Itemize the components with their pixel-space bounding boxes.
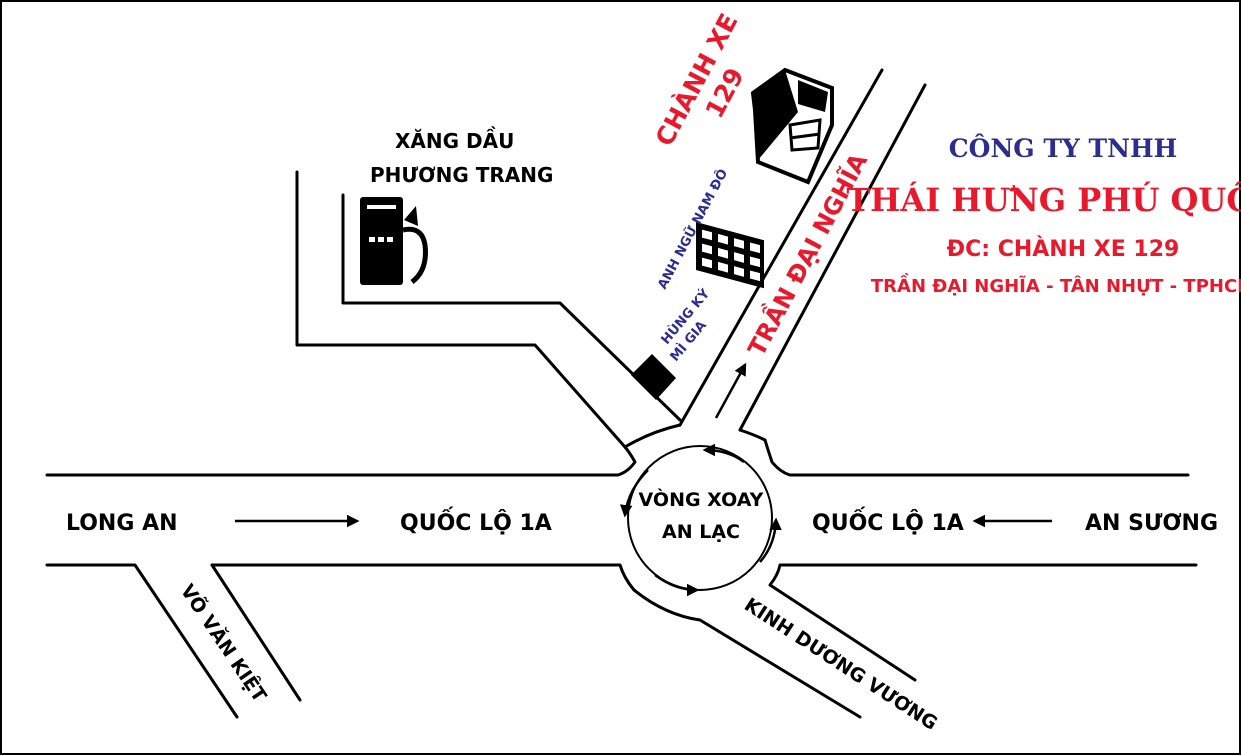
label-vo-van-kiet: VÕ VĂN KIỆT	[176, 579, 272, 706]
arrow-tran-dai-nghia	[714, 362, 747, 419]
label-long-an: LONG AN	[66, 511, 178, 536]
label-ql1a-left: QUỐC LỘ 1A	[400, 507, 552, 536]
road-tran-dai-nghia-right	[738, 83, 927, 432]
roundabout-arrow-left	[619, 469, 649, 518]
road-kinh-duong-vuong	[632, 588, 862, 719]
label-gas-line1: XĂNG DẦU	[395, 127, 514, 153]
roundabout-arrow-right	[759, 517, 782, 563]
road-ql1a-bottom-right	[768, 563, 1198, 682]
office-building-icon	[696, 222, 764, 289]
label-ql1a-right: QUỐC LỘ 1A	[812, 507, 964, 536]
company-line1: CÔNG TY TNHH	[949, 134, 1177, 163]
roundabout-circle	[627, 445, 773, 591]
roundabout-outer	[623, 423, 767, 449]
house-icon	[750, 67, 834, 185]
road-ql1a-bottom-mid2	[210, 563, 636, 592]
fuel-pump-icon	[360, 197, 428, 285]
road-phuong-trang-inner	[341, 193, 682, 422]
company-line2: THÁI HƯNG PHÚ QUỐC	[846, 177, 1241, 219]
shop-block-icon	[631, 354, 676, 400]
road-ql1a-bottom-left	[45, 563, 239, 719]
company-line4: TRẦN ĐẠI NGHĨA - TÂN NHỰT - TPHCM	[871, 273, 1241, 297]
road-phuong-trang-outer	[295, 170, 627, 449]
roundabout-arrow-bottom	[654, 573, 700, 597]
road-ql1a-top-right	[763, 438, 1190, 477]
label-roundabout-line2: AN LẠC	[662, 521, 740, 543]
company-line3: ĐC: CHÀNH XE 129	[947, 236, 1180, 262]
road-ql1a-bottom-mid	[210, 563, 302, 702]
roundabout-arrow-top	[702, 443, 745, 464]
road-ql1a-top-left	[45, 445, 637, 477]
label-an-suong: AN SƯƠNG	[1085, 511, 1218, 536]
label-roundabout-line1: VÒNG XOAY	[639, 487, 764, 511]
road-tran-dai-nghia-left	[678, 68, 884, 427]
label-gas-line2: PHƯƠNG TRANG	[370, 163, 553, 187]
